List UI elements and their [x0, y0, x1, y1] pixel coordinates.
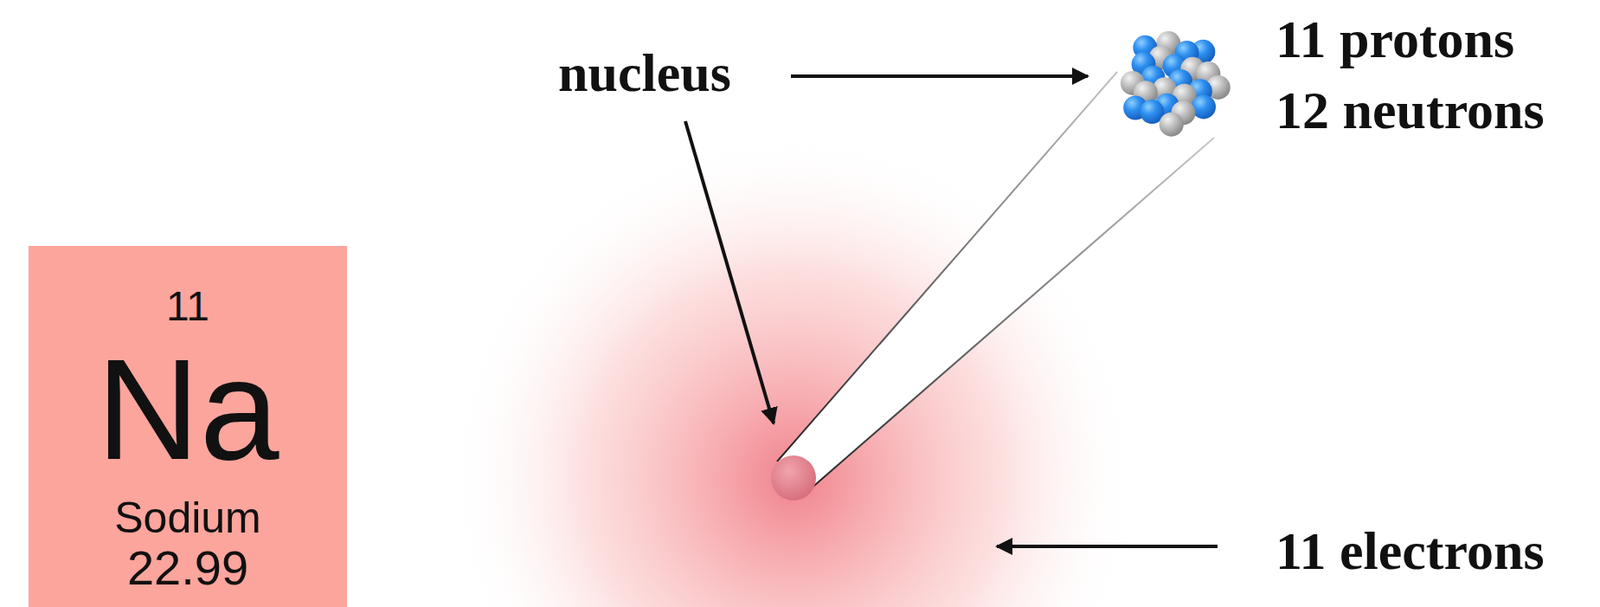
element-name: Sodium: [28, 494, 347, 542]
nucleon: [1159, 112, 1184, 137]
element-tile: 11NaSodium22.99: [28, 245, 347, 607]
atomic-number: 11: [28, 283, 347, 330]
nucleus-dot: [771, 455, 817, 501]
leader-arrow: [685, 121, 774, 424]
atomic-mass: 22.99: [28, 540, 347, 595]
particle-count: 12 neutrons: [1275, 80, 1545, 140]
leader-arrow: [790, 74, 1088, 78]
nucleon: [1191, 94, 1216, 119]
zoom-edge: [809, 137, 1215, 490]
nucleon-cluster: [1120, 31, 1231, 137]
particle-count: 11 electrons: [1275, 520, 1545, 580]
particle-count: 11 protons: [1275, 9, 1515, 69]
zoom-cone: [777, 71, 1215, 490]
part-label: nucleus: [558, 43, 732, 103]
element-symbol: Na: [28, 331, 347, 489]
leader-arrow: [996, 544, 1218, 548]
